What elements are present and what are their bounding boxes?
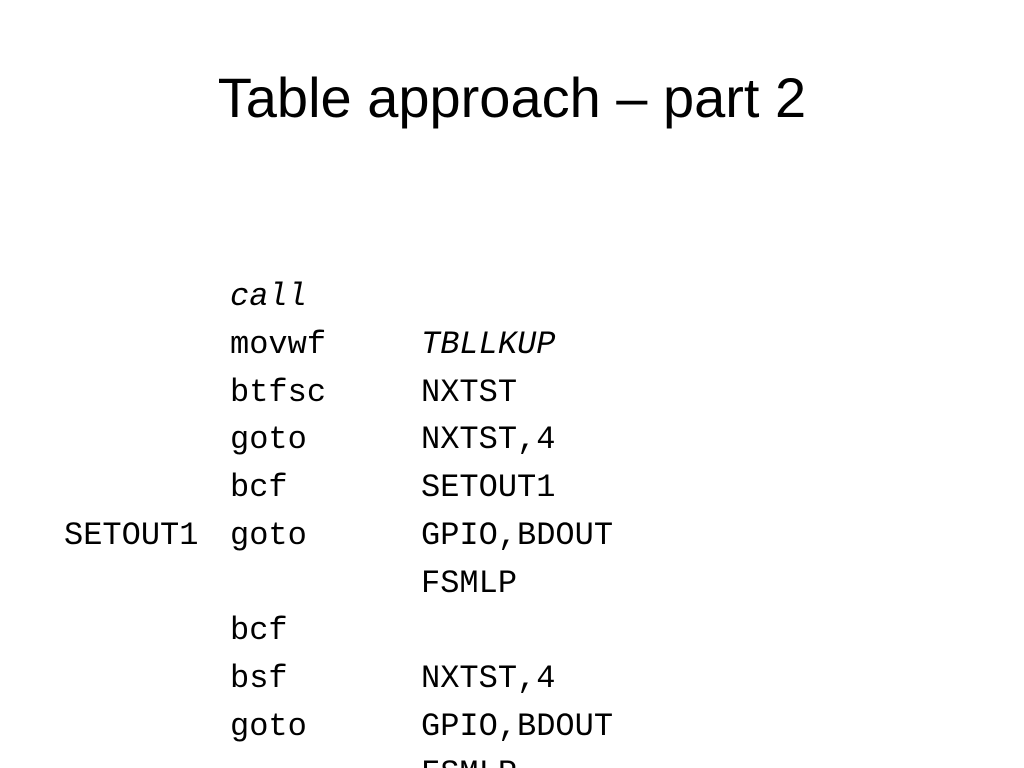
code-line: movwf NXTST [64,226,517,411]
code-mnemonic: movwf [230,326,327,364]
code-line: btfsc NXTST,4 [64,273,555,459]
code-line: goto SETOUT1 [64,321,555,506]
code-operand: FSMLP [421,564,518,602]
code-operand: NXTST,4 [421,659,556,697]
code-operand: GPIO,BDOUT [421,516,614,554]
code-line: bsf GPIO,BDOUT [64,560,613,745]
code-mnemonic: bcf [230,612,288,650]
code-mnemonic: goto [230,421,307,459]
code-mnemonic: bcf [230,469,288,507]
slide-title: Table approach – part 2 [217,66,807,129]
code-mnemonic: call [230,278,307,316]
code-line: call TBLLKUP [64,178,555,363]
code-operand: GPIO,BDOUT [421,707,614,745]
code-mnemonic: goto [230,516,307,554]
code-line: SETOUT1 [64,464,198,554]
code-label: SETOUT1 [64,516,199,554]
code-line: goto FSMLP [64,416,517,602]
code-mnemonic: goto [230,707,307,745]
code-mnemonic: bsf [230,659,288,697]
code-operand: TBLLKUP [421,326,556,364]
code-operand: NXTST,4 [421,421,556,459]
code-operand: SETOUT1 [421,469,556,507]
code-listing: call TBLLKUP movwf NXTST btfsc NXTST,4 g… [64,178,613,768]
code-operand: FSMLP [421,750,517,768]
code-operand: NXTST [421,373,518,411]
code-line: bcf NXTST,4 [64,512,555,697]
code-line: bcf GPIO,BDOUT [64,369,613,554]
code-mnemonic: btfsc [230,373,327,411]
code-line: goto FSMLP [64,607,517,768]
